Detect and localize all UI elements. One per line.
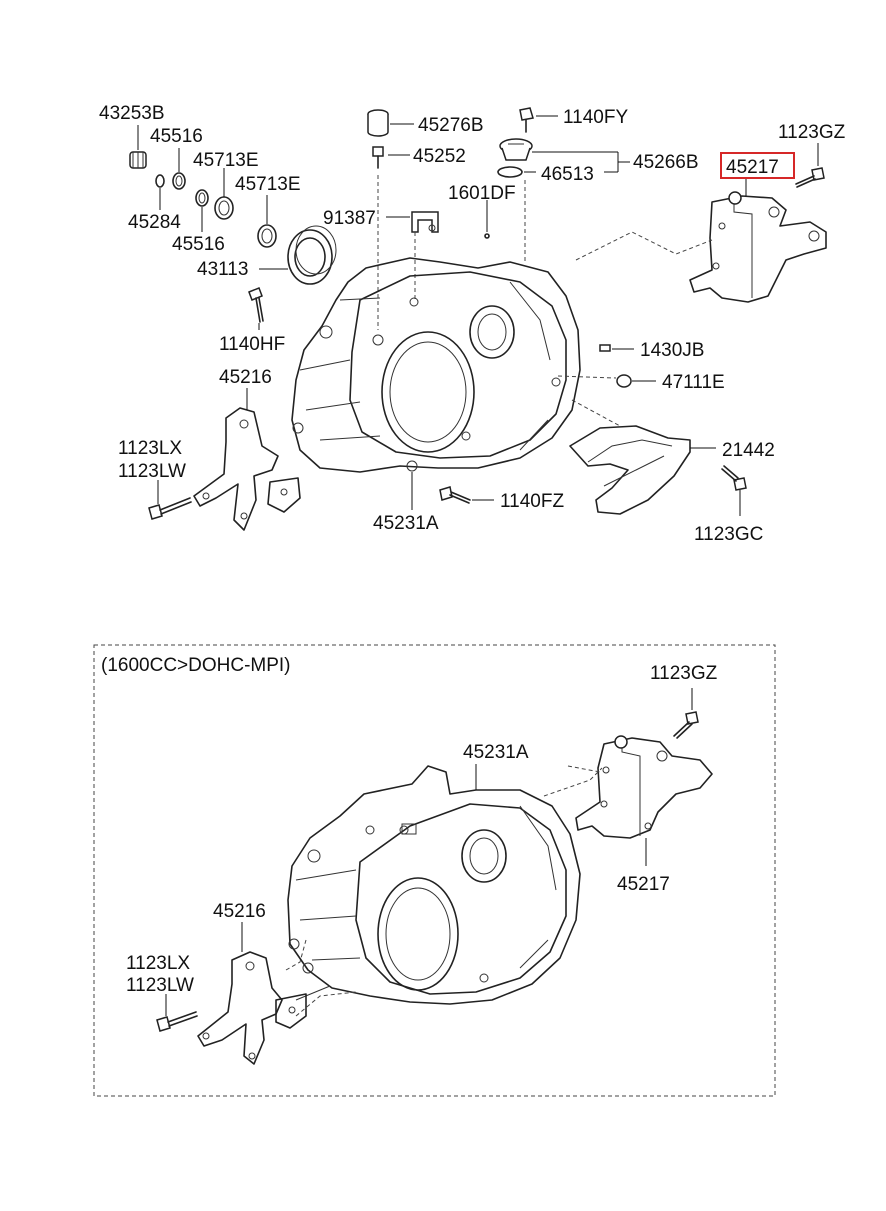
bracket-45217-lower: [575, 735, 713, 839]
pin-45252: [372, 146, 384, 169]
highlight-box: [720, 152, 795, 179]
label-45713E-b: 45713E: [235, 174, 301, 195]
label-45516-a: 45516: [150, 126, 203, 147]
ring-45516-a: [172, 172, 186, 190]
label-45216-lower: 45216: [213, 901, 266, 922]
bolt-1123GZ-upper: [795, 167, 825, 188]
cover-21442: [569, 425, 691, 515]
bolt-1140HF: [248, 287, 264, 323]
label-45284: 45284: [128, 212, 181, 233]
label-1123GZ-upper: 1123GZ: [778, 122, 846, 143]
drain-plug-45266B: [499, 138, 533, 161]
label-1123GC: 1123GC: [694, 524, 763, 545]
transaxle-case-lower: [287, 765, 581, 1005]
label-91387: 91387: [323, 208, 376, 229]
label-45231A-lower: 45231A: [463, 742, 529, 763]
ring-45284: [155, 174, 165, 188]
bolt-1140FZ: [439, 486, 471, 504]
ring-45516-b: [195, 189, 209, 207]
label-45276B: 45276B: [418, 115, 484, 136]
label-45516-b: 45516: [172, 234, 225, 255]
seal-45713E-a: [214, 196, 234, 220]
label-1140FZ: 1140FZ: [500, 491, 564, 512]
label-43113: 43113: [197, 259, 248, 280]
label-1123LX-lower: 1123LX: [126, 953, 190, 974]
bracket-45217-upper: [689, 191, 827, 303]
bolt-1123LX-upper: [148, 497, 192, 520]
label-45216-upper: 45216: [219, 367, 272, 388]
bolt-1123GZ-lower: [673, 711, 699, 739]
plug-45276B: [367, 109, 389, 137]
label-47111E: 47111E: [662, 372, 725, 393]
oil-seal-43113: [287, 225, 337, 285]
o-ring-46513: [497, 166, 523, 178]
label-1123LW-upper: 1123LW: [118, 461, 186, 482]
label-45217-highlighted: 45217: [726, 157, 779, 178]
bracket-45216-lower: [197, 951, 307, 1065]
section-title: (1600CC>DOHC-MPI): [101, 655, 291, 676]
seal-45713E-b: [257, 224, 277, 248]
label-45713E-a: 45713E: [193, 150, 259, 171]
label-1140FY: 1140FY: [563, 107, 628, 128]
label-1430JB: 1430JB: [640, 340, 704, 361]
label-1123LX-upper: 1123LX: [118, 438, 182, 459]
plug-47111E: [616, 374, 632, 388]
label-45231A-upper: 45231A: [373, 513, 439, 534]
label-43253B: 43253B: [99, 103, 165, 124]
bolt-1140FY: [519, 107, 534, 133]
bracket-45216-upper: [193, 407, 301, 531]
label-1123GZ-lower: 1123GZ: [650, 663, 718, 684]
transaxle-case-upper: [291, 257, 581, 473]
label-21442: 21442: [722, 440, 775, 461]
label-1140HF: 1140HF: [219, 334, 285, 355]
label-1601DF: 1601DF: [448, 183, 516, 204]
bearing-43253B: [129, 151, 147, 169]
label-45252: 45252: [413, 146, 466, 167]
pin-1430JB: [599, 344, 611, 352]
label-45266B: 45266B: [633, 152, 699, 173]
variant-section-frame: [93, 644, 776, 1097]
clip-91387: [411, 211, 439, 233]
label-1123LW-lower: 1123LW: [126, 975, 194, 996]
bolt-1123GC: [721, 465, 747, 491]
bolt-1123LX-lower: [156, 1011, 198, 1032]
label-45217-lower: 45217: [617, 874, 670, 895]
label-46513: 46513: [541, 164, 594, 185]
